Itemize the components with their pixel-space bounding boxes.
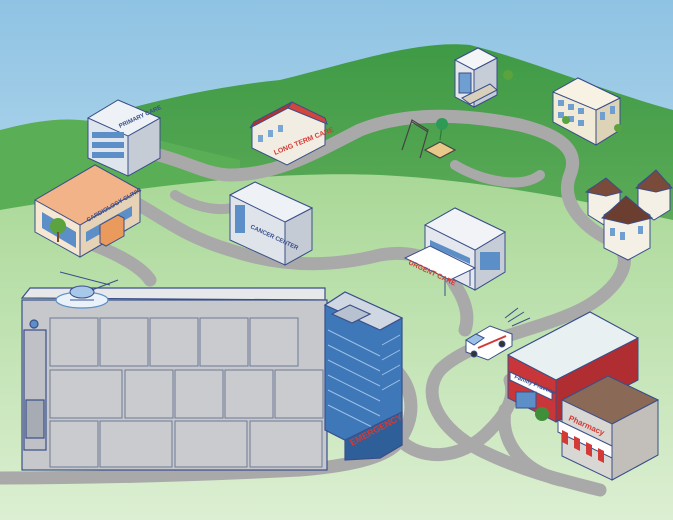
residential-houses — [584, 169, 673, 261]
emergency-tower: EMERGENCY — [323, 291, 404, 461]
family-practice-building: Family Practice — [506, 311, 640, 423]
cardiology-clinic-building: CARDIOLOGY CLINIC — [33, 164, 143, 258]
primary-care-building: PRIMARY CARE — [86, 99, 163, 177]
apartment-building — [551, 77, 622, 146]
hospital-building — [20, 287, 328, 471]
playground-icon — [401, 118, 457, 159]
helicopter-icon — [59, 271, 119, 301]
tree-icon — [503, 70, 622, 132]
office-tower-top — [453, 47, 499, 108]
cancer-center-building: CANCER CENTER — [228, 181, 314, 266]
ambulance-icon — [465, 307, 531, 361]
pharmacy-building: Pharmacy — [557, 375, 660, 481]
long-term-care-building: LONG TERM CARE — [249, 101, 335, 166]
